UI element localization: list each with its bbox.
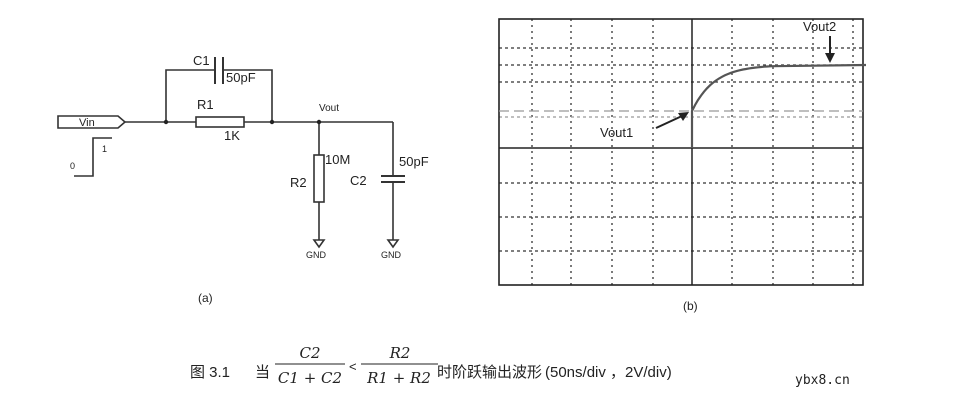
panel-a-label: (a) (198, 291, 213, 305)
junction-dot (316, 119, 322, 125)
step-high-label: 1 (102, 144, 107, 154)
gnd-symbol (386, 239, 400, 249)
c1-wire (223, 69, 273, 122)
fraction2-numerator: R2 (389, 344, 411, 362)
caption-scale: (50ns/div ，2V/div) (545, 364, 672, 381)
gnd-label: GND (306, 250, 327, 260)
circuit-schematic (57, 57, 405, 249)
vout1-arrow (655, 112, 689, 129)
scope-grid (499, 19, 863, 285)
c2-name: C2 (350, 173, 367, 188)
less-than-sign: < (349, 359, 357, 374)
fraction1-numerator: C2 (299, 344, 320, 362)
vout2-label: Vout2 (803, 19, 836, 34)
r2-value: 10M (325, 152, 350, 167)
caption-when: 当 (255, 364, 270, 381)
caption-text: 时阶跃输出波形 (437, 364, 542, 381)
r1-value: 1K (224, 128, 240, 143)
step-response-trace (690, 63, 867, 148)
c1-name: C1 (193, 53, 210, 68)
scope-frame (498, 18, 864, 286)
step-low-label: 0 (70, 161, 75, 171)
c1-wire (165, 69, 215, 122)
fraction1-denominator: C1 + C2 (278, 369, 342, 387)
step-symbol (74, 137, 112, 177)
r2-name: R2 (290, 175, 307, 190)
panel-b-label: (b) (683, 299, 698, 313)
gnd-label: GND (381, 250, 402, 260)
gnd-symbol (312, 239, 326, 249)
junction-dot (269, 119, 275, 125)
r2-resistor (313, 154, 325, 203)
vout2-arrow (825, 36, 835, 63)
c1-value: 50pF (226, 70, 256, 85)
caption-figure-number: 图 3.1 (190, 364, 230, 381)
vout-label: Vout (319, 103, 339, 114)
r1-resistor (195, 116, 245, 128)
r1-name: R1 (197, 97, 214, 112)
vin-label: Vin (79, 117, 95, 129)
junction-dot (163, 119, 169, 125)
watermark: ybx8.cn (795, 373, 850, 388)
c2-value: 50pF (399, 154, 429, 169)
vout1-label: Vout1 (600, 125, 633, 140)
junction-dots (163, 119, 322, 125)
fraction2-denominator: R1 + R2 (366, 369, 431, 387)
vin-port (57, 115, 127, 129)
